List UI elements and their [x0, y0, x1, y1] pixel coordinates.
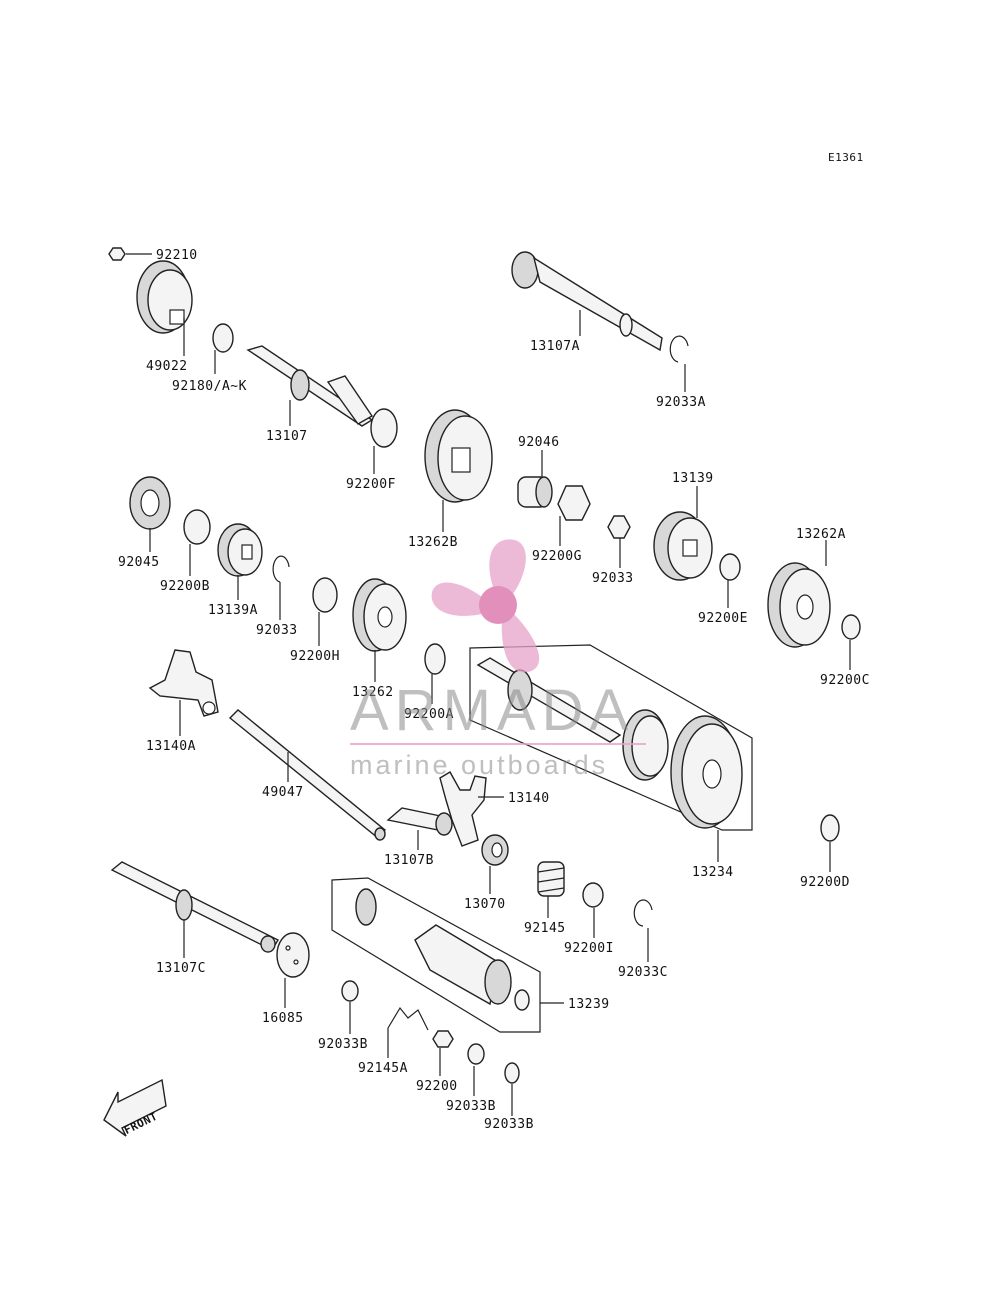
washer-92200C-icon[interactable]	[841, 614, 861, 640]
part-label-92033B-1[interactable]: 92033B	[318, 1037, 368, 1052]
part-label-92200A[interactable]: 92200A	[404, 707, 454, 722]
watermark-subtitle: marine outboards	[350, 750, 608, 780]
plate-16085-icon[interactable]	[276, 932, 310, 978]
circlip-92033-icon[interactable]	[607, 515, 631, 539]
part-label-16085[interactable]: 16085	[262, 1011, 304, 1026]
part-label-92033A[interactable]: 92033A	[656, 395, 706, 410]
shaft-13107A-icon[interactable]	[511, 251, 663, 352]
part-label-92200I[interactable]: 92200I	[564, 941, 614, 956]
part-label-13234[interactable]: 13234	[692, 865, 734, 880]
shift-fork-13140-icon[interactable]	[439, 771, 487, 847]
washer-92200I-icon[interactable]	[582, 882, 604, 908]
part-label-92145[interactable]: 92145	[524, 921, 566, 936]
part-label-92033B-3[interactable]: 92033B	[484, 1117, 534, 1132]
washer-92200-icon[interactable]	[432, 1030, 454, 1048]
part-label-49047[interactable]: 49047	[262, 785, 304, 800]
circlip-92033B-2-icon[interactable]	[467, 1043, 485, 1065]
bevel-gear-49022-icon[interactable]	[136, 260, 193, 334]
part-label-92200[interactable]: 92200	[416, 1079, 458, 1094]
circlip-92033-left-icon[interactable]	[272, 555, 290, 583]
part-label-92045[interactable]: 92045	[118, 555, 160, 570]
watermark-title: ARMADA	[350, 678, 634, 743]
shift-guide-13070-icon[interactable]	[481, 834, 509, 866]
circlip-92033B-1-icon[interactable]	[341, 980, 359, 1002]
part-label-13262A[interactable]: 13262A	[796, 527, 846, 542]
part-label-92200F[interactable]: 92200F	[346, 477, 396, 492]
part-label-92200G[interactable]: 92200G	[532, 549, 582, 564]
part-label-13107A[interactable]: 13107A	[530, 339, 580, 354]
part-label-13107[interactable]: 13107	[266, 429, 308, 444]
part-labels: 92210 49022 92180/A~K 13107 92200F 13262…	[118, 248, 870, 1132]
part-label-92033[interactable]: 92033	[592, 571, 634, 586]
part-shapes	[108, 247, 861, 1084]
circlip-92033C-icon[interactable]	[633, 899, 653, 927]
gear-assembly-13234-icon[interactable]	[469, 644, 753, 831]
washer-92200D-icon[interactable]	[820, 814, 840, 842]
part-label-92200E[interactable]: 92200E	[698, 611, 748, 626]
part-label-13239[interactable]: 13239	[568, 997, 610, 1012]
leader-lines	[126, 253, 851, 1116]
circlip-92033A-icon[interactable]	[669, 335, 689, 363]
shaft-13107C-icon[interactable]	[110, 861, 279, 953]
part-label-13070[interactable]: 13070	[464, 897, 506, 912]
propeller-logo-icon	[431, 539, 540, 673]
part-label-92200C[interactable]: 92200C	[820, 673, 870, 688]
washer-92200A-icon[interactable]	[424, 643, 446, 675]
part-label-13262B[interactable]: 13262B	[408, 535, 458, 550]
spring-92145-icon[interactable]	[537, 861, 565, 897]
washer-92200H-icon[interactable]	[312, 577, 338, 613]
part-label-92046[interactable]: 92046	[518, 435, 560, 450]
diagram-code: E1361	[828, 151, 864, 164]
part-label-13140A[interactable]: 13140A	[146, 739, 196, 754]
gear-13139A-icon[interactable]	[217, 523, 263, 577]
part-label-92033-left[interactable]: 92033	[256, 623, 298, 638]
gear-13139-icon[interactable]	[653, 511, 713, 581]
front-arrow: FRONT	[103, 1078, 167, 1137]
washer-92200G-icon[interactable]	[557, 485, 591, 521]
gear-13262-icon[interactable]	[352, 578, 407, 652]
part-label-13139[interactable]: 13139	[672, 471, 714, 486]
washer-92200B-icon[interactable]	[183, 509, 211, 545]
gear-13262A-icon[interactable]	[767, 562, 831, 648]
needle-bearing-92046-icon[interactable]	[517, 476, 553, 508]
part-label-92210[interactable]: 92210	[156, 248, 198, 263]
collar-13107B-icon[interactable]	[386, 807, 453, 836]
part-label-92145A[interactable]: 92145A	[358, 1061, 408, 1076]
part-label-92200B[interactable]: 92200B	[160, 579, 210, 594]
part-label-92200H[interactable]: 92200H	[290, 649, 340, 664]
shaft-13107-icon[interactable]	[246, 345, 374, 427]
washer-92200F-icon[interactable]	[370, 408, 398, 448]
part-label-13107B[interactable]: 13107B	[384, 853, 434, 868]
watermark: ARMADA marine outboards	[350, 539, 646, 780]
spring-92145A-icon[interactable]	[387, 1006, 429, 1031]
shift-drum-13239-icon[interactable]	[331, 877, 541, 1033]
part-label-13139A[interactable]: 13139A	[208, 603, 258, 618]
ball-bearing-92045-icon[interactable]	[129, 476, 171, 530]
gear-13262B-icon[interactable]	[424, 409, 493, 503]
nut-92210-icon[interactable]	[108, 247, 126, 261]
part-label-92180[interactable]: 92180/A~K	[172, 379, 247, 394]
circlip-92033B-3-icon[interactable]	[504, 1062, 520, 1084]
part-label-92200D[interactable]: 92200D	[800, 875, 850, 890]
part-label-13262[interactable]: 13262	[352, 685, 394, 700]
part-label-92033B-2[interactable]: 92033B	[446, 1099, 496, 1114]
part-label-92033C[interactable]: 92033C	[618, 965, 668, 980]
shim-92180-icon[interactable]	[212, 323, 234, 353]
shift-rod-49047-icon[interactable]	[228, 709, 387, 841]
part-label-13140[interactable]: 13140	[508, 791, 550, 806]
shift-fork-13140A-icon[interactable]	[148, 649, 219, 717]
part-label-13107C[interactable]: 13107C	[156, 961, 206, 976]
part-label-49022[interactable]: 49022	[146, 359, 188, 374]
washer-92200E-icon[interactable]	[719, 553, 741, 581]
